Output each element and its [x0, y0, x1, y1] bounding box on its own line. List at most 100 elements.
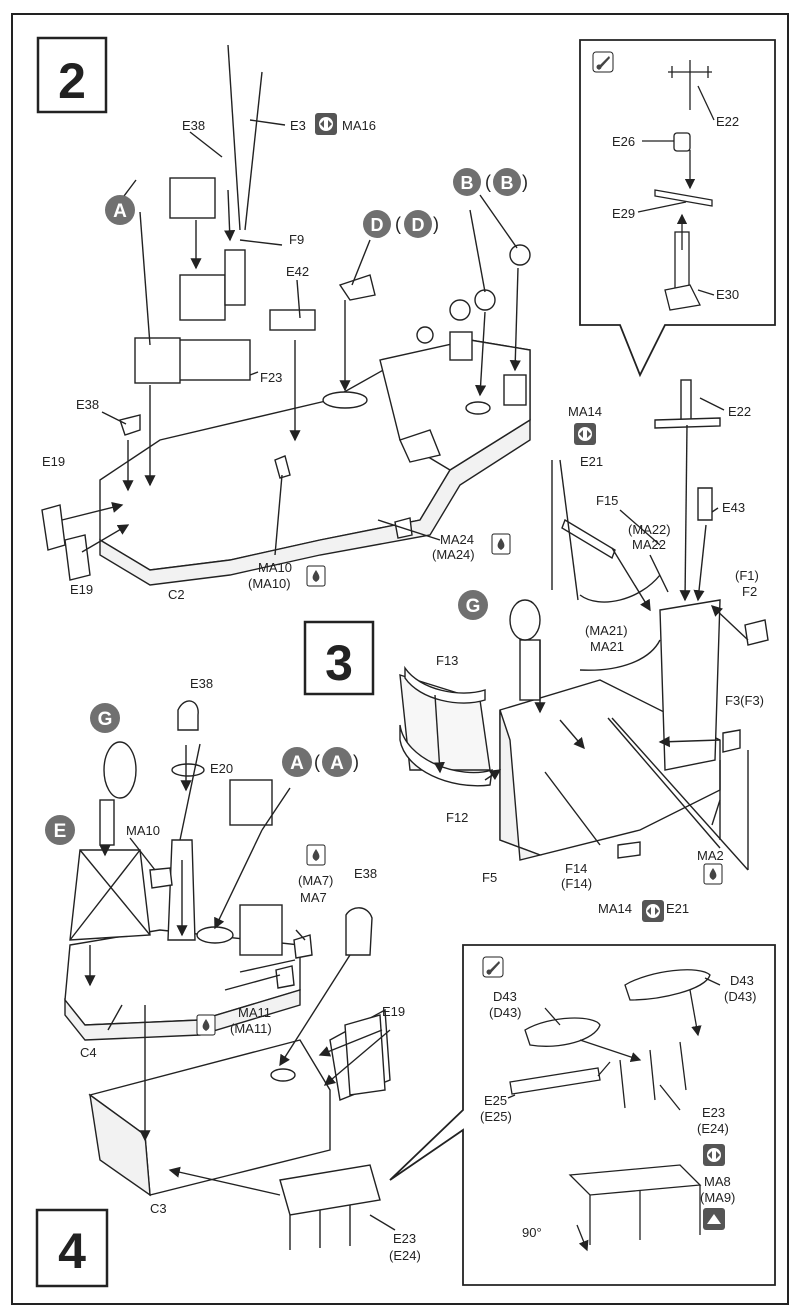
bridge-f5-drawing — [399, 379, 769, 870]
step-3-box — [303, 620, 375, 696]
label-e19-bottom: E19 — [70, 582, 93, 597]
label-ma14-bottom: MA14 — [598, 901, 632, 916]
step-number-4: 4 — [58, 1223, 86, 1279]
label-f12: F12 — [446, 810, 468, 825]
label-ma7: MA7 — [300, 890, 327, 905]
label-ma10-step4: MA10 — [126, 823, 160, 838]
paint-drop-icon — [196, 1014, 216, 1036]
label-f15: F15 — [596, 493, 618, 508]
label-ma16: MA16 — [342, 118, 376, 133]
label-f14: F14 — [565, 861, 587, 876]
label-e24-step4-paren: (E24) — [389, 1248, 421, 1263]
step-3-panel: 3 — [303, 379, 769, 922]
label-e22-step3: E22 — [728, 404, 751, 419]
brush-icon — [482, 956, 504, 978]
marker-e-step4-label: E — [54, 821, 67, 842]
marker-a-paren-close: ) — [353, 752, 359, 772]
marker-d-step2 — [363, 210, 391, 238]
label-f13: F13 — [436, 653, 458, 668]
marker-b-step2 — [453, 168, 481, 196]
label-e23-step4: E23 — [393, 1231, 416, 1246]
label-ma24: MA24 — [440, 532, 474, 547]
label-c4: C4 — [80, 1045, 97, 1060]
label-ma11-paren: (MA11) — [230, 1021, 272, 1036]
label-e30: E30 — [716, 287, 739, 302]
label-e38-step2-left: E38 — [76, 397, 99, 412]
label-ma22: MA22 — [632, 537, 666, 552]
step-number-2: 2 — [58, 53, 86, 109]
label-e21-top: E21 — [580, 454, 603, 469]
both-sides-icon — [642, 900, 664, 922]
label-e38-step2-top: E38 — [182, 118, 205, 133]
label-f2: F2 — [742, 584, 757, 599]
label-e26: E26 — [612, 134, 635, 149]
label-ma10-step2: MA10 — [258, 560, 292, 575]
label-ma11: MA11 — [238, 1005, 271, 1020]
marker-d-paren-open: ( — [395, 214, 401, 234]
label-ma24-paren: (MA24) — [432, 547, 475, 562]
label-ma21-paren: (MA21) — [585, 623, 628, 638]
marker-a2-step4 — [322, 747, 352, 777]
paint-drop-icon — [306, 844, 326, 866]
fold-up-icon — [703, 1208, 725, 1230]
both-sides-icon — [315, 113, 337, 135]
marker-b-paren-open: ( — [485, 172, 491, 192]
label-e38-step4-top: E38 — [190, 676, 213, 691]
label-f23: F23 — [260, 370, 282, 385]
label-c3: C3 — [150, 1201, 167, 1216]
mast-detail-inset: E22 E26 E29 E30 — [579, 39, 776, 378]
label-angle-90: 90° — [522, 1225, 542, 1240]
label-e23-inset: E23 — [702, 1105, 725, 1120]
label-f9: F9 — [289, 232, 304, 247]
sheet-border — [11, 13, 789, 1305]
marker-a-step2 — [105, 195, 135, 225]
label-c2: C2 — [168, 587, 185, 602]
label-e22-inset: E22 — [716, 114, 739, 129]
label-e19-top: E19 — [42, 454, 65, 469]
marker-e-step4 — [45, 815, 75, 845]
label-d43-left-paren: (D43) — [489, 1005, 522, 1020]
marker-a-paren-open: ( — [314, 752, 320, 772]
marker-b-paren-close: ) — [522, 172, 528, 192]
label-d43-right: D43 — [730, 973, 754, 988]
boat-detail-inset: D43 (D43) D43 (D43) E25 (E25) E23 (E24) … — [389, 944, 776, 1286]
step-2-leader-lines — [61, 119, 521, 556]
step-4-leader-lines — [84, 743, 396, 1231]
label-e3: E3 — [290, 118, 306, 133]
step-2-panel: 2 — [36, 36, 531, 602]
both-sides-icon — [703, 1144, 725, 1166]
step-3-leader-lines — [433, 397, 749, 871]
brush-icon — [592, 51, 614, 73]
label-e42: E42 — [286, 264, 309, 279]
marker-b2-step2 — [493, 168, 521, 196]
marker-b-step2-label: B — [461, 173, 474, 193]
marker-a2-step4-label: A — [330, 753, 344, 774]
paint-drop-icon — [491, 533, 511, 555]
both-sides-icon — [574, 423, 596, 445]
marker-a-step4 — [282, 747, 312, 777]
label-ma14-top: MA14 — [568, 404, 602, 419]
marker-d-paren-close: ) — [433, 214, 439, 234]
boat-inset-border — [389, 944, 776, 1286]
label-e21-bottom: E21 — [666, 901, 689, 916]
paint-drop-icon — [703, 863, 723, 885]
marker-b2-step2-label: B — [501, 173, 514, 193]
marker-a-step2-label: A — [113, 201, 127, 222]
step-2-box — [36, 36, 108, 114]
label-ma8: MA8 — [704, 1174, 731, 1189]
marker-g-step4 — [90, 703, 120, 733]
label-e38-step4-right: E38 — [354, 866, 377, 881]
step-4-panel: 4 — [35, 676, 421, 1288]
label-ma2: MA2 — [697, 848, 724, 863]
marker-g-step3 — [458, 590, 488, 620]
label-e29: E29 — [612, 206, 635, 221]
label-ma22-paren: (MA22) — [628, 522, 671, 537]
label-f14-paren: (F14) — [561, 876, 592, 891]
label-d43-right-paren: (D43) — [724, 989, 757, 1004]
label-f3: F3(F3) — [725, 693, 764, 708]
label-ma10-step2-paren: (MA10) — [248, 576, 291, 591]
marker-d-step2-label: D — [371, 215, 384, 235]
label-ma9-paren: (MA9) — [700, 1190, 735, 1205]
marker-g-step4-label: G — [98, 709, 113, 730]
